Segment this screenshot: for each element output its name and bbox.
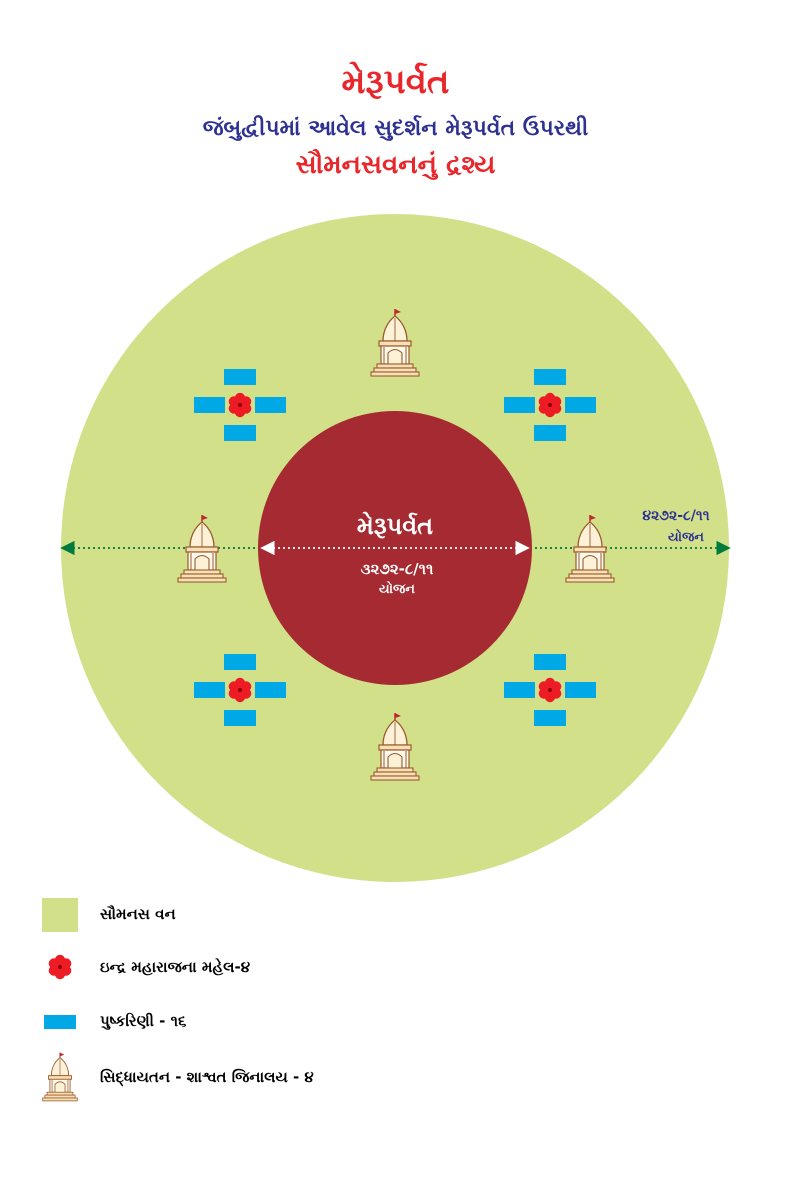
outer-measure-unit: યોજન (668, 528, 704, 545)
page-subtitle: જંબુદ્વીપમાં આવેલ સુદર્શન મેરૂપર્વત ઉપરથ… (202, 116, 589, 141)
legend-forest-swatch (42, 898, 78, 932)
legend-palace-icon (48, 954, 72, 980)
page-title: મેરૂપર્વત (341, 62, 450, 102)
legend-temple-label: સિદ્ધાયતન - શાશ્વત જિનાલય - ૪ (100, 1068, 314, 1086)
legend-pond-swatch (44, 1015, 76, 1029)
legend-pond-label: પુષ્કરિણી - ૧૬ (100, 1012, 187, 1030)
meru-measure: ૩૨૭૨-૮/૧૧ (361, 560, 434, 578)
page-subtitle-2: સૌમનસવનનું દ્રશ્ય (295, 150, 496, 180)
outer-measure: ૪૨૭૨-૮/૧૧ (642, 508, 709, 524)
legend-forest-label: સૌમનસ વન (100, 905, 176, 923)
meru-label: મેરૂપર્વત (357, 511, 433, 540)
legend-temple-icon (42, 1052, 78, 1102)
meru-measure-unit: યોજન (379, 580, 415, 597)
legend-palace-label: ઇન્દ્ર મહારાજના મહેલ-૪ (100, 958, 250, 976)
